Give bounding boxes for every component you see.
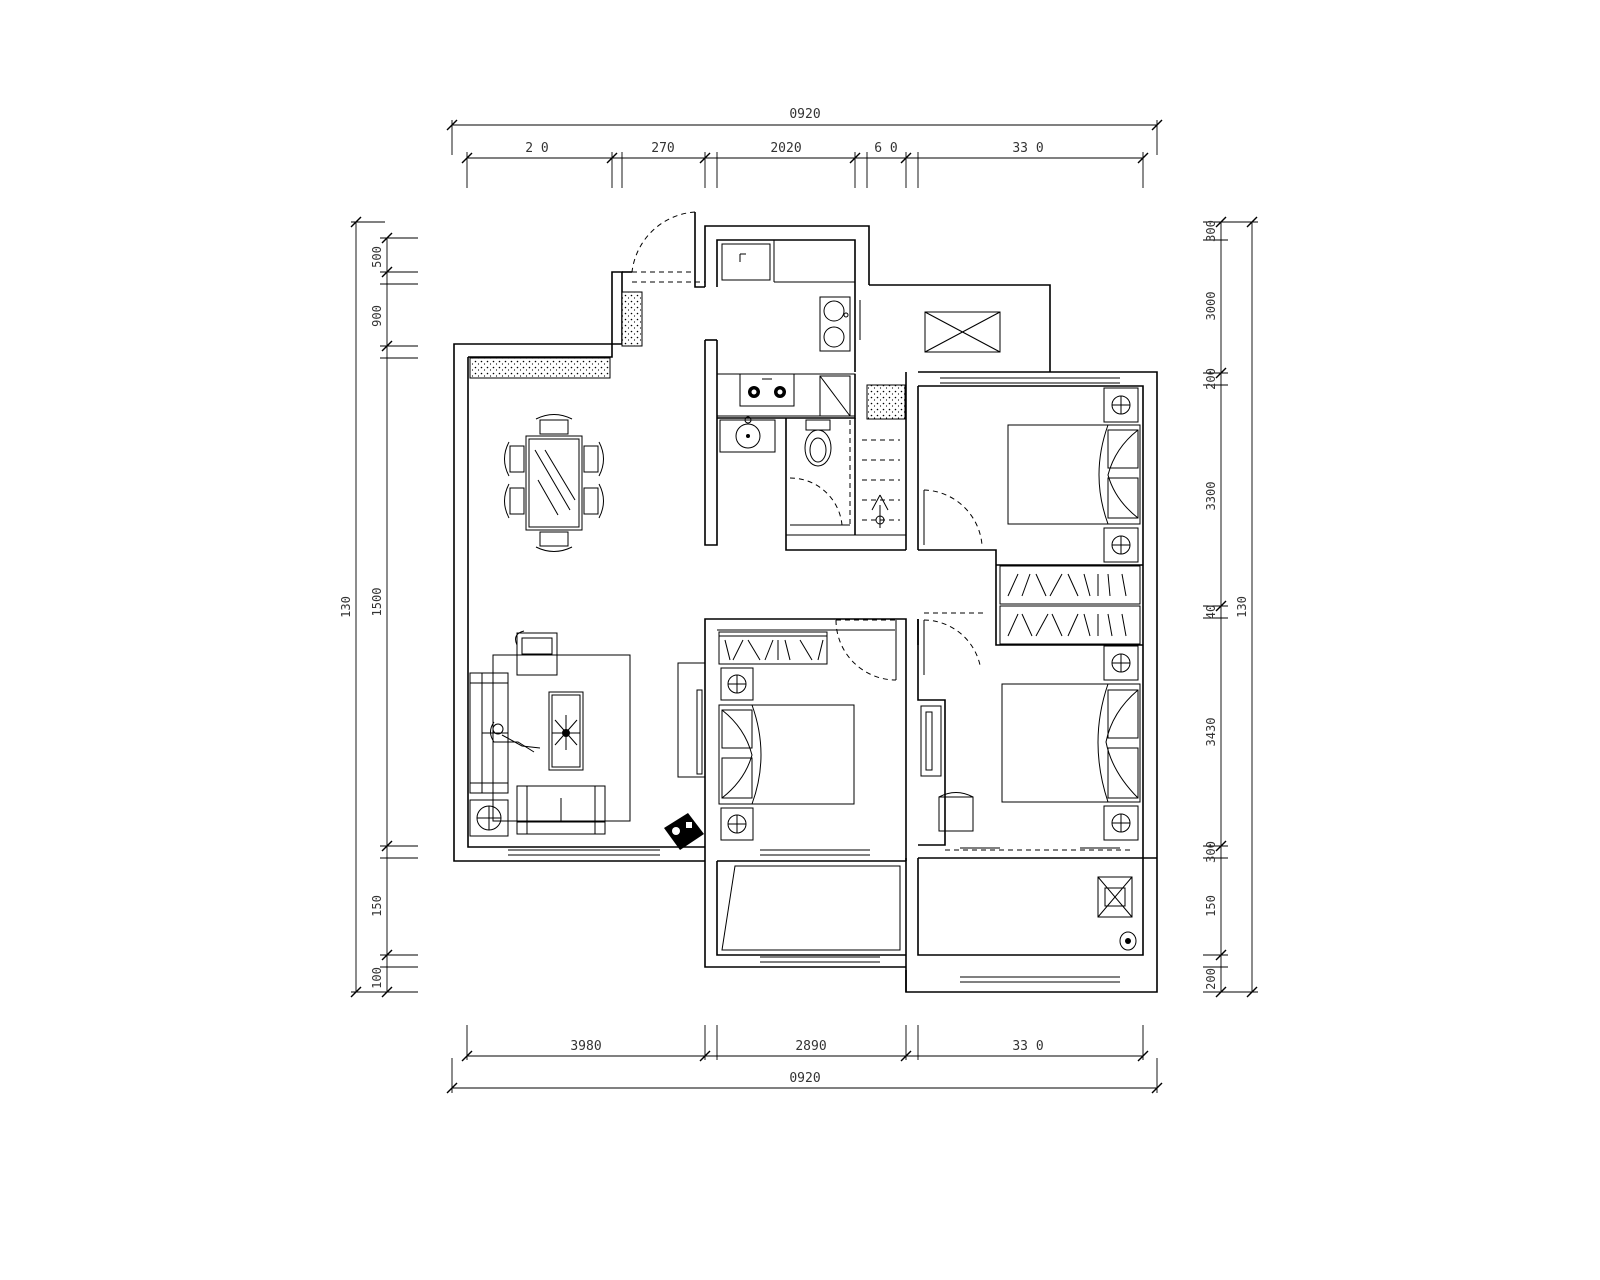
left-segment-4-label: 150: [370, 895, 384, 917]
nightstand-east-upper-bottom: [1103, 527, 1139, 563]
nightstand-east-upper-top: [1103, 387, 1139, 423]
left-segment-3-label: 1500: [370, 588, 384, 617]
shower-area: [862, 439, 900, 528]
right-segment-3-label: 200: [1204, 368, 1218, 390]
right-segment-4-label: 3300: [1204, 482, 1218, 511]
bottom-segment-1-label: 3980: [570, 1039, 601, 1054]
left-segment-dimensions: 500 900 1500 150 100: [370, 232, 418, 998]
left-segment-2-label: 900: [370, 305, 384, 327]
desk-east-lower: [920, 705, 942, 777]
person-figure: [490, 721, 541, 753]
bed-east-lower: [1001, 683, 1141, 803]
desk-chair: [938, 792, 974, 832]
armchair: [515, 630, 558, 676]
nightstand-middle-top: [720, 667, 754, 701]
top-overall-dimension: 0920: [446, 107, 1163, 155]
top-segment-2-label: 270: [651, 141, 674, 156]
nightstand-east-lower-top: [1103, 645, 1139, 681]
right-segment-5-label: 40: [1204, 605, 1218, 619]
top-segment-dimensions: 2 0 270 2020 6 0 33 0: [461, 141, 1149, 188]
corner-lamp: [469, 799, 509, 837]
top-segment-1-label: 2 0: [525, 141, 548, 156]
right-segment-9-label: 200: [1204, 968, 1218, 990]
nightstand-middle-bottom: [720, 807, 754, 841]
top-overall-label: 0920: [789, 107, 820, 122]
right-overall-dimension: 130: [1225, 216, 1258, 998]
balcony-middle: [721, 865, 901, 951]
sofa-bottom: [516, 785, 606, 835]
bed-east-upper: [1007, 424, 1141, 525]
top-segment-3-label: 2020: [770, 141, 801, 156]
left-overall-dimension: 130: [339, 216, 385, 998]
exterior-walls: [453, 212, 1158, 993]
right-segment-8-label: 150: [1204, 895, 1218, 917]
tv-cabinet: [677, 662, 706, 778]
left-overall-label: 130: [339, 596, 353, 618]
fridge: [721, 243, 771, 281]
doors: [631, 211, 1130, 851]
floor-drain: [1119, 931, 1137, 951]
bottom-overall-label: 0920: [789, 1071, 820, 1086]
right-segment-7-label: 300: [1204, 841, 1218, 863]
right-segment-2-label: 3000: [1204, 292, 1218, 321]
right-segment-6-label: 3430: [1204, 718, 1218, 747]
toilet: [804, 419, 832, 467]
top-segment-5-label: 33 0: [1012, 141, 1043, 156]
bed-middle: [718, 704, 855, 805]
windows: [469, 291, 1120, 983]
washbasin: [719, 416, 776, 453]
balcony-east-vent: [1097, 876, 1133, 918]
bottom-overall-dimension: 0920: [446, 1058, 1163, 1094]
right-overall-label: 130: [1235, 596, 1249, 618]
bottom-segment-2-label: 2890: [795, 1039, 826, 1054]
coffee-table: [548, 691, 584, 771]
bottom-segment-dimensions: 3980 2890 33 0: [461, 1025, 1149, 1062]
dining-table: [525, 435, 583, 531]
left-segment-5-label: 100: [370, 967, 384, 989]
sofa-left: [469, 672, 509, 794]
gas-stove: [739, 373, 795, 407]
speaker: [664, 813, 704, 850]
wardrobe-middle: [718, 631, 828, 665]
right-segment-1-label: 300: [1204, 220, 1218, 242]
right-segment-dimensions: 300 3000 200 3300 40 3430 300 150 200: [1203, 216, 1228, 998]
cabinet: [819, 375, 851, 417]
wardrobe-east-corridor: [999, 565, 1141, 645]
kitchen-balcony-vent: [924, 311, 1001, 353]
bottom-segment-3-label: 33 0: [1012, 1039, 1043, 1054]
nightstand-east-lower-bottom: [1103, 805, 1139, 841]
kitchen-sink: [819, 296, 851, 352]
interior-walls: [704, 240, 1143, 861]
top-segment-4-label: 6 0: [874, 141, 897, 156]
dining-chairs: [504, 414, 604, 552]
left-segment-1-label: 500: [370, 246, 384, 268]
